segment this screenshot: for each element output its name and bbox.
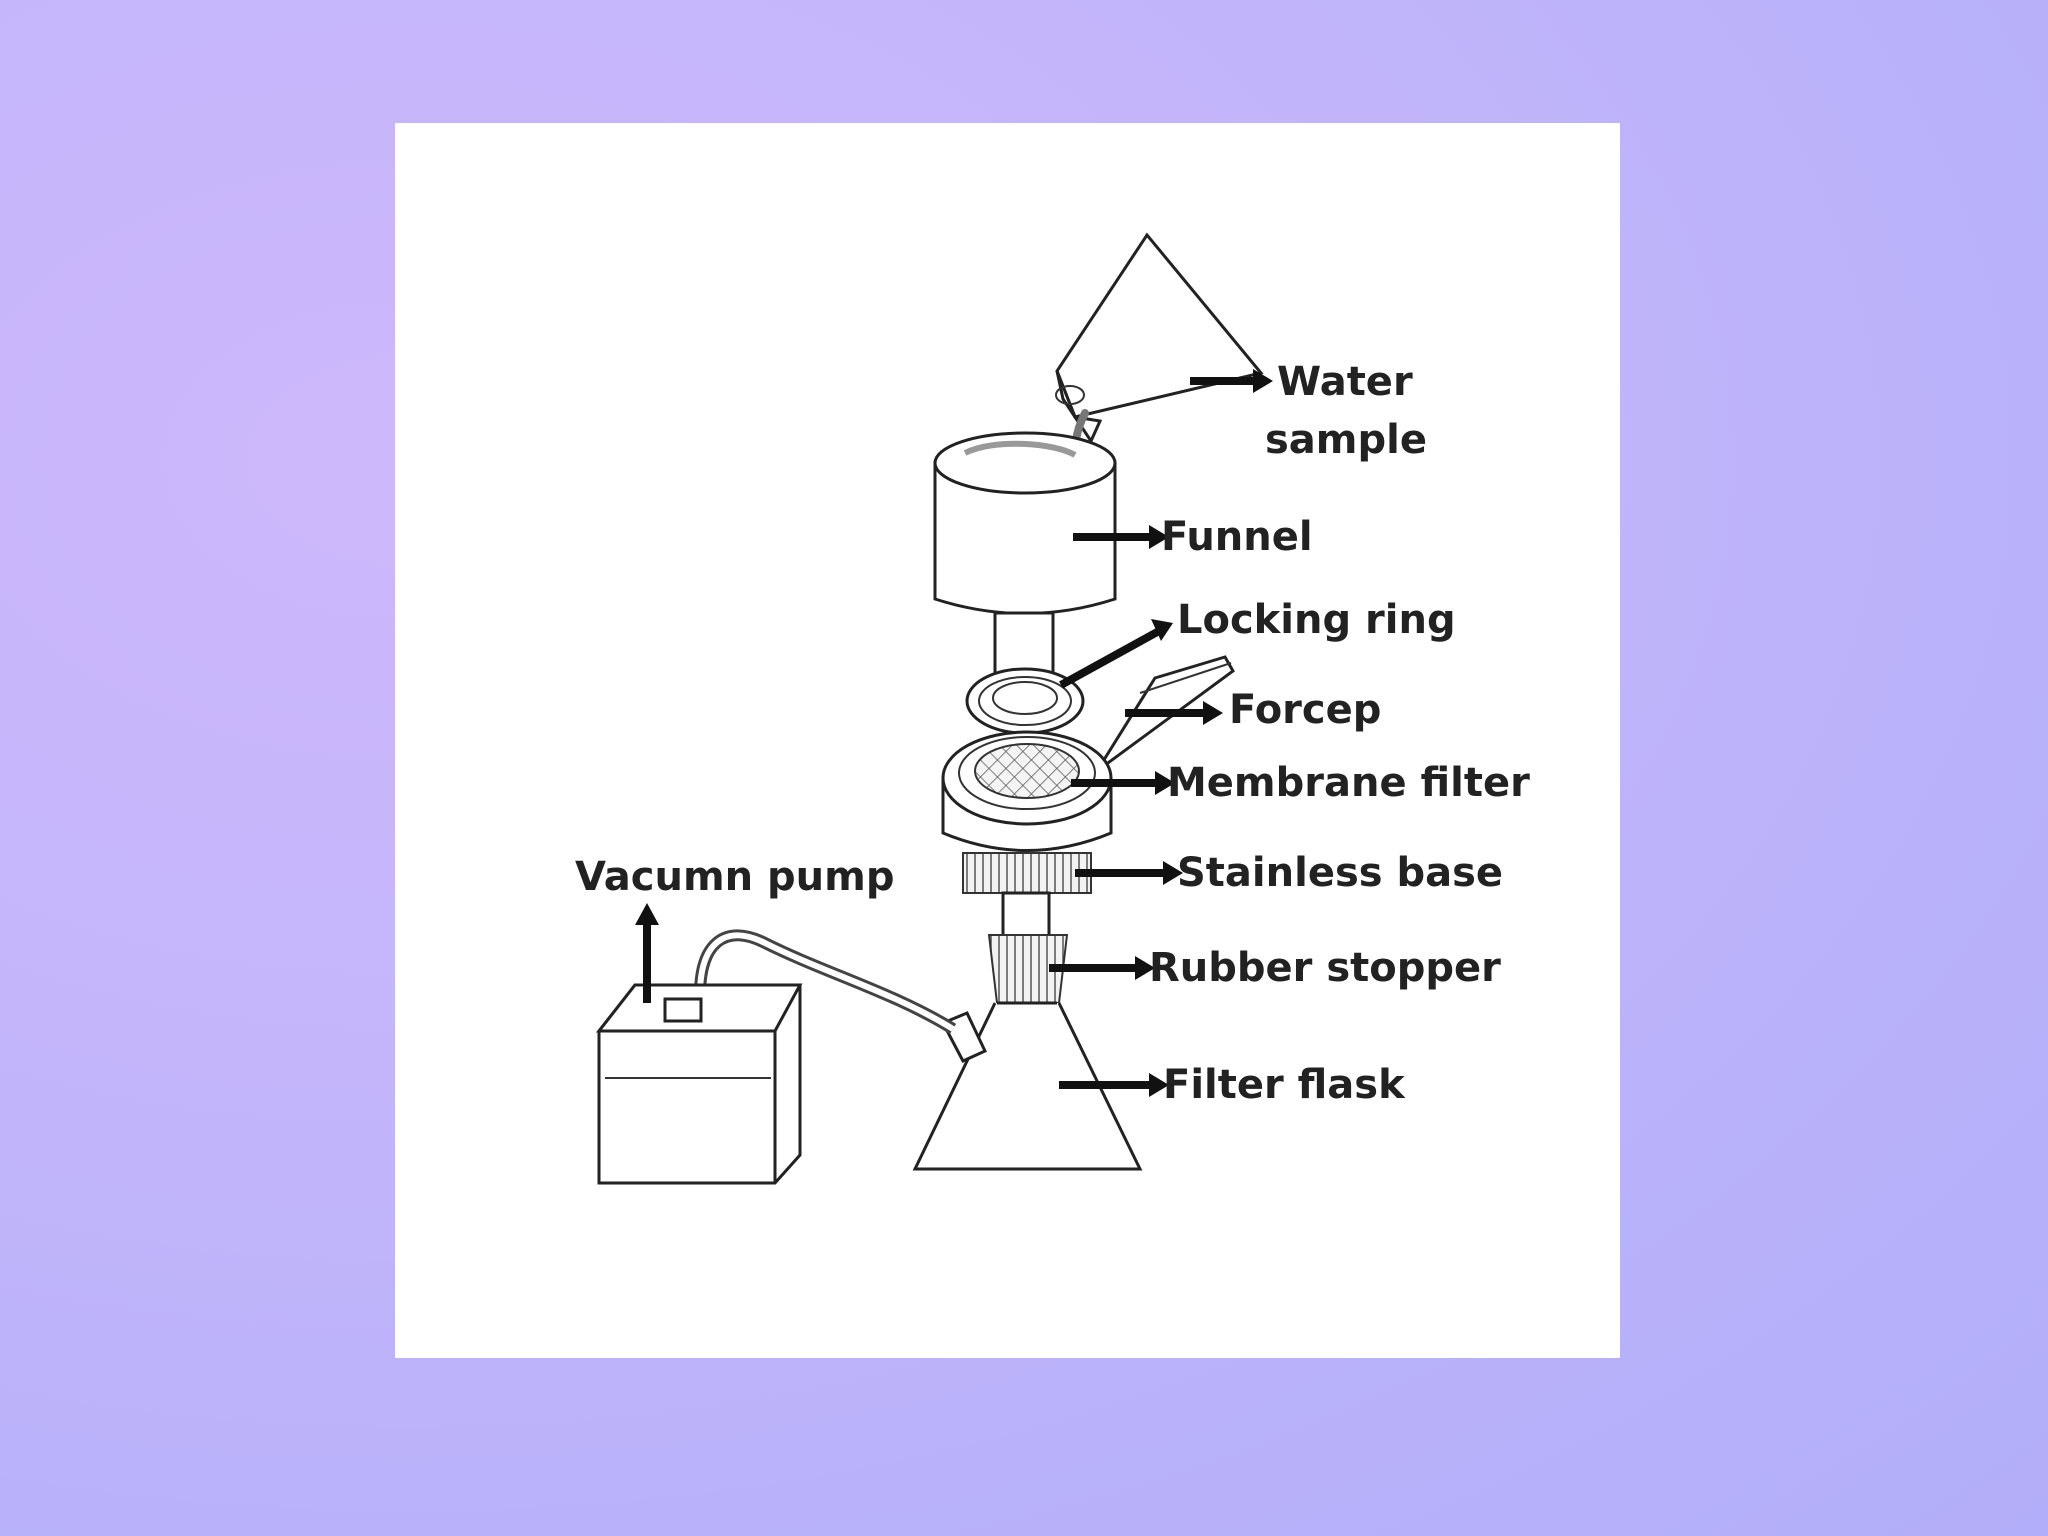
label-water-sample-2: sample xyxy=(1265,417,1427,463)
label-rubber-stopper: Rubber stopper xyxy=(1149,945,1501,991)
vacuum-pump xyxy=(595,903,803,1185)
label-vacuum-pump: Vacumn pump xyxy=(575,854,894,900)
membrane-filter-holder xyxy=(941,730,1113,852)
funnel xyxy=(933,431,1117,695)
label-membrane-filter: Membrane filter xyxy=(1167,760,1530,806)
stainless-base xyxy=(962,852,1092,940)
label-funnel: Funnel xyxy=(1161,514,1313,560)
membrane-filtration-diagram: Water sample Funnel Locking ring Forcep … xyxy=(575,232,1530,1185)
label-arrows xyxy=(1049,369,1273,1097)
locking-ring xyxy=(965,667,1085,735)
label-water-sample-1: Water xyxy=(1277,359,1413,405)
diagram-panel: Water sample Funnel Locking ring Forcep … xyxy=(395,123,1620,1358)
label-filter-flask: Filter flask xyxy=(1163,1062,1406,1108)
label-forcep: Forcep xyxy=(1229,687,1381,733)
water-sample-flask xyxy=(1055,232,1264,445)
label-locking-ring: Locking ring xyxy=(1177,597,1456,643)
label-stainless-base: Stainless base xyxy=(1177,850,1503,896)
